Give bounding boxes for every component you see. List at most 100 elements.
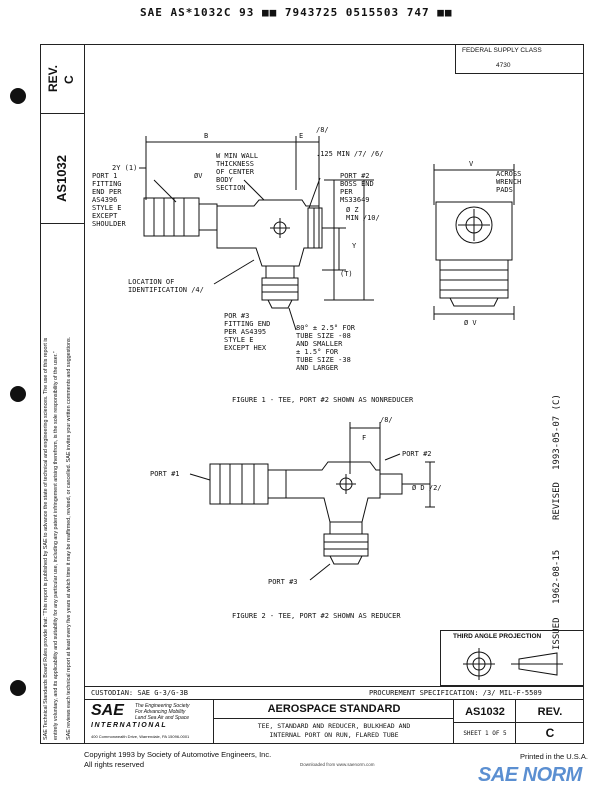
fig2-ref-8: /8/ <box>380 416 393 424</box>
fig1-port2-d: MS33649 <box>340 196 370 204</box>
downloaded-text: Downloaded from www.saenorm.com <box>300 762 375 767</box>
issued-date: 1962-08-15 <box>552 549 562 604</box>
printed-text: Printed in the U.S.A. <box>520 752 588 761</box>
sae-norm-watermark: SAE NORM <box>478 764 582 786</box>
fig2-port2: PORT #2 <box>402 450 432 458</box>
disclaimer-line-3: SAE reviews each technical report at lea… <box>66 336 72 740</box>
disclaimer-line-1: SAE Technical Standards Board Rules prov… <box>43 337 49 740</box>
federal-supply-label: FEDERAL SUPPLY CLASS <box>462 47 542 54</box>
fig2-dim-f: F <box>362 434 366 442</box>
fig1-across-b: WRENCH <box>496 178 521 186</box>
fig1-min-10: MIN /10/ <box>346 214 380 222</box>
disclaimer-line-2: entirely voluntary, and its applicabilit… <box>53 351 59 740</box>
sae-tagline-1: The Engineering Society <box>135 703 190 709</box>
copyright-text: Copyright 1993 by Society of Automotive … <box>84 750 272 759</box>
rights-text: All rights reserved <box>84 760 145 769</box>
sae-international: INTERNATIONAL <box>91 722 168 729</box>
binder-hole-middle <box>10 386 26 402</box>
sae-logo-cell: SAE The Engineering Society For Advancin… <box>84 700 214 744</box>
title-line-1: TEE, STANDARD AND REDUCER, BULKHEAD AND <box>257 722 411 730</box>
custodian-row: CUSTODIAN: SAE G-3/G-3B PROCUREMENT SPEC… <box>84 686 584 700</box>
left-rev-box: REV. C <box>40 44 84 114</box>
fig1-angle-f: AND LARGER <box>296 364 339 372</box>
figure-1-drawing: B E /8/ 2Y (1) PORT 1 FITTING END PER AS… <box>92 126 521 372</box>
fig1-dim-v: V <box>469 160 474 168</box>
custodian-text: CUSTODIAN: SAE G-3/G-3B <box>91 689 188 697</box>
fig1-dim-125: .125 MIN /7/ /6/ <box>316 150 383 158</box>
left-column <box>40 44 84 744</box>
left-doc-number: AS1032 <box>54 155 69 202</box>
fig1-angle-e: TUBE SIZE -38 <box>296 356 351 364</box>
fig1-port1-a: PORT 1 <box>92 172 117 180</box>
rev-cell: REV. C <box>516 700 584 744</box>
fig1-ref-8: /8/ <box>316 126 329 134</box>
fig1-port3-e: EXCEPT HEX <box>224 344 267 352</box>
fig1-port2-c: PER <box>340 188 353 196</box>
sae-tagline-2: For Advancing Mobility <box>135 709 186 715</box>
sae-address: 400 Commonwealth Drive, Warrendale, PA 1… <box>91 734 190 739</box>
fig1-angle-d: ± 1.5° FOR <box>296 348 339 356</box>
fig1-angle-a: 80° ± 2.5° FOR <box>296 324 356 332</box>
fig1-phi-v2: Ø V <box>464 319 477 327</box>
fig1-port1-e: STYLE E <box>92 204 122 212</box>
revised-date: 1993-05-07 (C) <box>552 394 562 470</box>
left-rev-value: C <box>62 75 76 84</box>
fig1-angle-b: TUBE SIZE -08 <box>296 332 351 340</box>
projection-label: THIRD ANGLE PROJECTION <box>453 633 542 640</box>
title-rev-value: C <box>545 726 555 740</box>
fig1-across-c: PADS <box>496 186 513 194</box>
fig1-port3-b: FITTING END <box>224 320 270 328</box>
fig1-ref-1: 2Y (1) <box>112 164 137 172</box>
revised-label: REVISED <box>552 482 562 520</box>
fig1-wall-b: THICKNESS <box>216 160 254 168</box>
fig1-wall-d: BODY <box>216 176 234 184</box>
fig1-phi-z: Ø Z <box>346 206 359 214</box>
binder-hole-bottom <box>10 680 26 696</box>
sae-tagline-3: Land Sea Air and Space <box>135 715 190 721</box>
header-code: SAE AS*1032C 93 ■■ 7943725 0515503 747 ■… <box>140 6 453 19</box>
fig1-wall-a: W MIN WALL <box>216 152 258 160</box>
fig1-port3-a: POR #3 <box>224 312 249 320</box>
fig1-dim-y: Y <box>352 242 357 250</box>
fig1-location-b: IDENTIFICATION /4/ <box>128 286 204 294</box>
left-rev-label: REV. <box>46 65 60 92</box>
sheet-number: SHEET 1 OF 5 <box>463 730 507 737</box>
fig1-phi-v: ØV <box>194 172 203 180</box>
binder-hole-top <box>10 88 26 104</box>
fig1-port1-b: FITTING <box>92 180 122 188</box>
fig1-port3-c: PER AS4395 <box>224 328 266 336</box>
left-doc-box: AS1032 <box>40 114 84 224</box>
fig1-angle-c: AND SMALLER <box>296 340 343 348</box>
title-rev-label: REV. <box>537 706 563 718</box>
fig1-location-a: LOCATION OF <box>128 278 174 286</box>
title-doc-number: AS1032 <box>465 706 505 718</box>
projection-box: THIRD ANGLE PROJECTION <box>440 630 584 686</box>
figure-1-caption: FIGURE 1 - TEE, PORT #2 SHOWN AS NONREDU… <box>232 396 414 404</box>
title-cell: AEROSPACE STANDARD TEE, STANDARD AND RED… <box>214 700 454 744</box>
sae-logo: SAE <box>91 702 124 719</box>
fig1-wall-c: OF CENTER <box>216 168 255 176</box>
fig1-port2-b: BOSS END <box>340 180 374 188</box>
fig1-wall-e: SECTION <box>216 184 246 192</box>
federal-supply-box: FEDERAL SUPPLY CLASS 4730 <box>455 44 584 74</box>
doc-number-cell: AS1032 SHEET 1 OF 5 <box>454 700 516 744</box>
fig1-port3-d: STYLE E <box>224 336 254 344</box>
fig2-phi-d: Ø D /2/ <box>412 484 442 492</box>
fig1-dim-b: B <box>204 132 208 140</box>
title-line-2: INTERNAL PORT ON RUN, FLARED TUBE <box>269 731 399 739</box>
federal-supply-value: 4730 <box>496 62 511 69</box>
procurement-text: PROCUREMENT SPECIFICATION: /3/ MIL-F-550… <box>369 689 542 697</box>
figure-2-caption: FIGURE 2 - TEE, PORT #2 SHOWN AS REDUCER <box>232 612 401 620</box>
fig2-port1: PORT #1 <box>150 470 180 478</box>
fig1-port1-g: SHOULDER <box>92 220 127 228</box>
fig1-port1-d: AS4396 <box>92 196 117 204</box>
fig2-port3: PORT #3 <box>268 578 298 586</box>
fig1-port1-f: EXCEPT <box>92 212 118 220</box>
fig1-port1-c: END PER <box>92 188 122 196</box>
fig1-port2-a: PORT #2 <box>340 172 370 180</box>
figure-2-drawing: F /8/ PORT #2 PORT #1 Ø D /2/ PORT #3 <box>150 416 442 586</box>
fig1-dim-t: (T) <box>340 270 353 278</box>
projection-symbol <box>463 648 563 680</box>
fig1-across-a: ACROSS <box>496 170 521 178</box>
aerospace-standard: AEROSPACE STANDARD <box>267 703 401 715</box>
